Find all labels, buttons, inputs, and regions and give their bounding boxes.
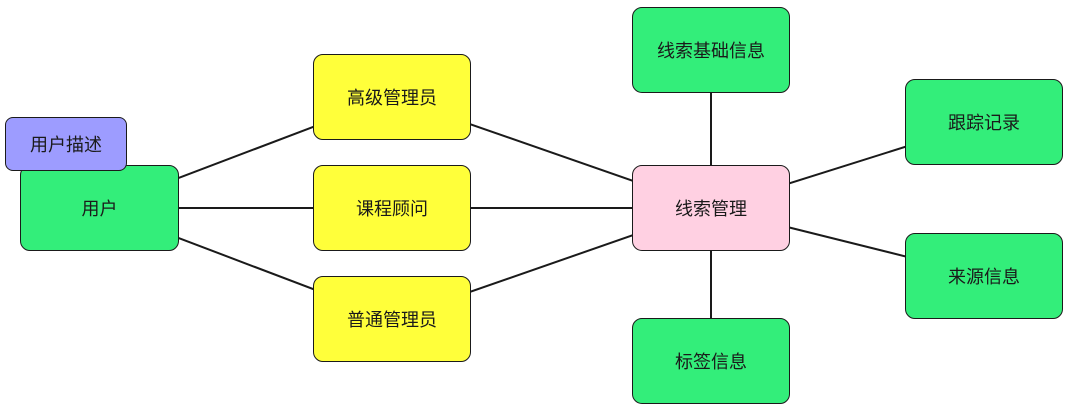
node-normal-admin: 普通管理员	[313, 276, 471, 362]
node-leads-basic-info-label: 线索基础信息	[657, 41, 765, 62]
node-normal-admin-label: 普通管理员	[347, 310, 437, 331]
node-user: 用户	[20, 165, 179, 251]
node-senior-admin: 高级管理员	[313, 54, 471, 140]
node-source-info: 来源信息	[905, 233, 1063, 319]
node-course-advisor-label: 课程顾问	[356, 199, 428, 220]
node-senior-admin-label: 高级管理员	[347, 88, 437, 109]
node-leads-basic-info: 线索基础信息	[632, 7, 790, 93]
node-user-description: 用户描述	[5, 117, 127, 171]
node-source-info-label: 来源信息	[948, 267, 1020, 288]
node-tag-info-label: 标签信息	[675, 352, 747, 373]
node-leads-management-label: 线索管理	[675, 199, 747, 220]
node-leads-management: 线索管理	[632, 165, 790, 251]
node-tag-info: 标签信息	[632, 318, 790, 404]
node-tracking-records-label: 跟踪记录	[948, 113, 1020, 134]
node-course-advisor: 课程顾问	[313, 165, 471, 251]
node-tracking-records: 跟踪记录	[905, 79, 1063, 165]
node-user-description-label: 用户描述	[30, 135, 102, 156]
node-user-label: 用户	[81, 199, 118, 220]
